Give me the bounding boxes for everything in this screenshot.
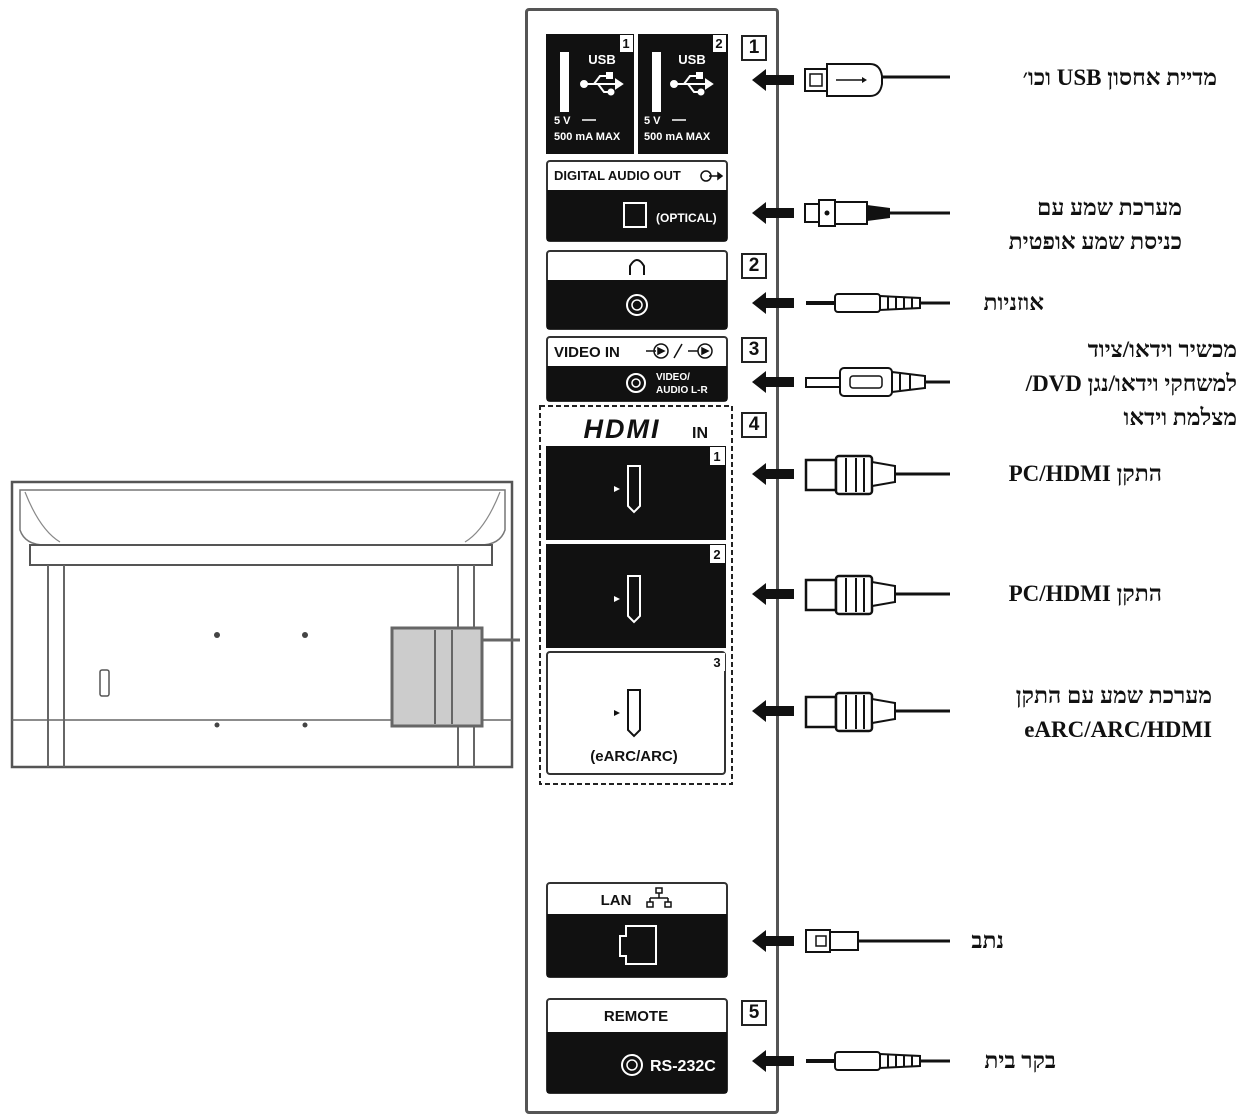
label-usb-storage: מדיית אחסון USB וכו׳ bbox=[1022, 65, 1217, 90]
headphones-icon bbox=[629, 259, 645, 275]
usb-slot-2[interactable] bbox=[652, 52, 661, 112]
usb-ports: 1 2 USB USB 5 V 500 mA MAX 5 V 500 mA MA… bbox=[546, 34, 728, 154]
hdmi-in-label: IN bbox=[692, 425, 708, 442]
callout-4: 4 bbox=[741, 412, 767, 438]
hdmi-cable-1-icon bbox=[752, 454, 950, 496]
hdmi-port-1-number: 1 bbox=[713, 449, 720, 464]
lan-port: LAN bbox=[546, 882, 728, 978]
hdmi-socket-2[interactable] bbox=[627, 575, 641, 624]
usb-port-2-number: 2 bbox=[715, 36, 722, 51]
connector-panel bbox=[525, 8, 779, 1114]
rs232c-cable-icon bbox=[752, 1050, 950, 1072]
video-in-label-2: AUDIO L-R bbox=[656, 385, 708, 396]
video-in-title: VIDEO IN bbox=[554, 344, 620, 361]
lan-title: LAN bbox=[601, 892, 632, 909]
usb-port-1-number: 1 bbox=[622, 36, 629, 51]
video-in-port: VIDEO IN VIDEO/ AUDIO L-R bbox=[546, 336, 728, 402]
hdmi-logo: HDMI bbox=[584, 414, 661, 444]
callout-3: 3 bbox=[741, 337, 767, 363]
remote-port: REMOTE RS-232C bbox=[546, 998, 728, 1094]
usb-2-voltage: 5 V bbox=[644, 115, 661, 127]
tv-rear-view bbox=[10, 480, 520, 769]
av-cable-icon bbox=[752, 367, 950, 397]
optical-cable-icon bbox=[752, 199, 950, 227]
hdmi-cable-2-icon bbox=[752, 574, 950, 616]
callout-1: 1 bbox=[741, 35, 767, 61]
usb-cable-icon bbox=[752, 63, 950, 97]
label-lan: נתב bbox=[971, 928, 1004, 953]
usb-symbol-icon bbox=[670, 72, 714, 96]
usb-1-label: USB bbox=[588, 52, 615, 67]
rs232c-jack[interactable] bbox=[621, 1054, 643, 1076]
callout-2: 2 bbox=[741, 253, 767, 279]
hdmi-earc-label: (eARC/ARC) bbox=[590, 748, 678, 765]
video-in-label-1: VIDEO/ bbox=[656, 372, 690, 383]
optical-title: DIGITAL AUDIO OUT bbox=[554, 168, 681, 183]
hdmi-port-2-number: 2 bbox=[713, 547, 720, 562]
label-video-2: למשחקי וידאו/נגן DVD/ bbox=[1025, 371, 1237, 396]
usb-slot-1[interactable] bbox=[560, 52, 569, 112]
usb-1-current: 500 mA MAX bbox=[554, 131, 621, 143]
remote-label: RS-232C bbox=[650, 1058, 716, 1075]
optical-socket[interactable] bbox=[623, 202, 647, 228]
video-input-icon bbox=[646, 343, 713, 359]
label-headphones: אוזניות bbox=[983, 290, 1045, 315]
headphone-port bbox=[546, 250, 728, 330]
lan-cable-icon bbox=[752, 929, 950, 953]
label-video-1: מכשיר וידאו/ציוד bbox=[1087, 337, 1237, 362]
label-video-3: מצלמת וידאו bbox=[1123, 405, 1237, 430]
hdmi-socket-3[interactable] bbox=[627, 689, 641, 738]
label-optical-2: כניסת שמע אופטית bbox=[1008, 229, 1182, 254]
label-hdmi-1: התקן PC/HDMI bbox=[1008, 461, 1162, 486]
remote-title: REMOTE bbox=[604, 1008, 668, 1025]
hdmi-ports: HDMI IN 1 2 3 (eARC/ARC) bbox=[539, 405, 733, 785]
optical-port: DIGITAL AUDIO OUT (OPTICAL) bbox=[546, 160, 728, 242]
label-remote: בקר בית bbox=[984, 1048, 1056, 1073]
optical-label: (OPTICAL) bbox=[656, 211, 717, 225]
usb-1-voltage: 5 V bbox=[554, 115, 571, 127]
video-in-jack[interactable] bbox=[626, 373, 646, 393]
callout-5: 5 bbox=[741, 1000, 767, 1026]
label-hdmi-3-2: eARC/ARC/HDMI bbox=[1024, 717, 1212, 742]
hdmi-socket-1[interactable] bbox=[627, 465, 641, 514]
headphone-cable-icon bbox=[752, 292, 950, 314]
lan-socket[interactable] bbox=[619, 925, 657, 965]
network-icon bbox=[646, 887, 672, 908]
usb-2-current: 500 mA MAX bbox=[644, 131, 711, 143]
usb-2-label: USB bbox=[678, 52, 705, 67]
hdmi-port-3-number: 3 bbox=[713, 655, 720, 670]
usb-symbol-icon bbox=[580, 72, 624, 96]
cables bbox=[752, 63, 950, 1072]
output-arrow-icon bbox=[700, 170, 724, 182]
label-hdmi-3-1: מערכת שמע עם התקן bbox=[1015, 683, 1212, 708]
label-hdmi-2: התקן PC/HDMI bbox=[1008, 581, 1162, 606]
headphone-jack[interactable] bbox=[626, 294, 648, 316]
label-optical-1: מערכת שמע עם bbox=[1036, 195, 1182, 220]
hdmi-cable-3-icon bbox=[752, 691, 950, 733]
